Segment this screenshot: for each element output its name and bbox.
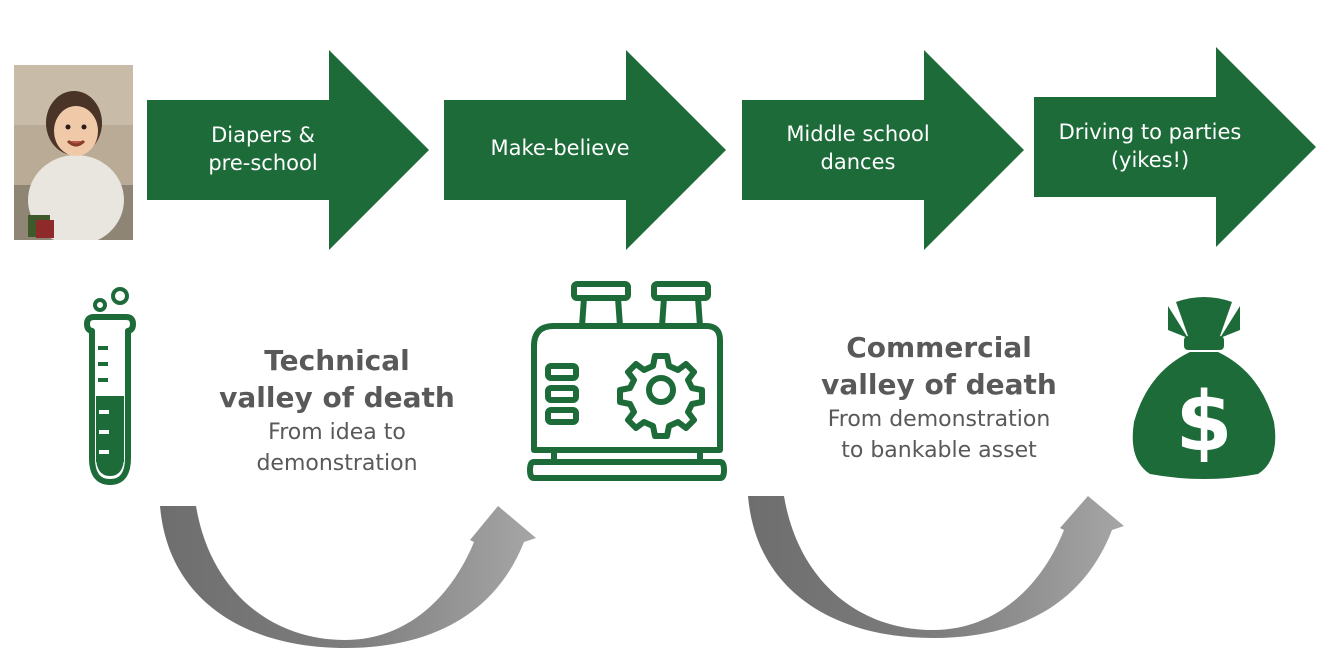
valley-arrow-commercial (748, 496, 1124, 638)
valley-arrows (160, 496, 1124, 648)
baby-photo (14, 65, 133, 240)
stage-arrow-4 (1034, 47, 1316, 247)
dollar-sign: $ (1175, 375, 1232, 470)
stage-label-2: Make-believe (490, 136, 630, 160)
stage-arrow-1 (147, 50, 429, 250)
money-bag-icon: $ (1132, 297, 1276, 479)
test-tube-icon (84, 287, 136, 485)
valley-arrow-technical (160, 506, 536, 648)
stage-arrow-2 (444, 50, 726, 250)
generator-machine-icon (527, 281, 727, 481)
stage-arrows (147, 47, 1316, 250)
stage-arrow-3 (742, 50, 1024, 250)
stage-label-1: Diapers &pre-school (208, 123, 318, 175)
stage-label-4: Driving to parties(yikes!) (1058, 120, 1242, 172)
